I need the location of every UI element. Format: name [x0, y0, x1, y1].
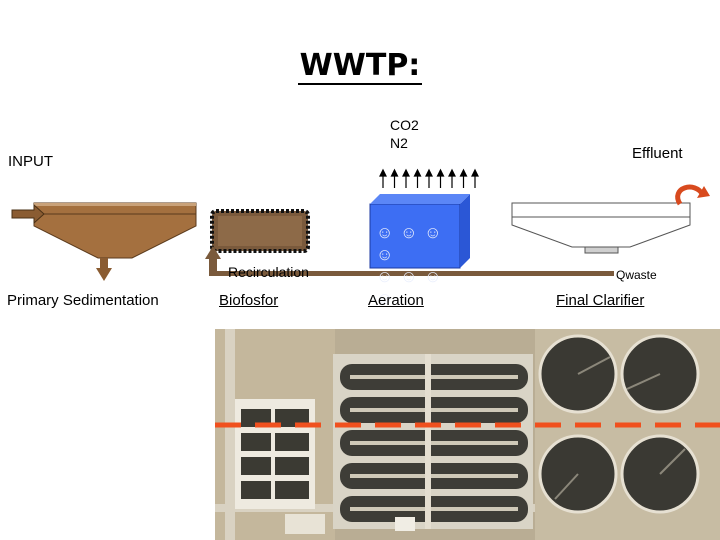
input-label: INPUT — [8, 153, 53, 170]
recirculation-label: Recirculation — [228, 264, 309, 280]
recirculation-up-arrow-icon — [205, 246, 221, 259]
gas-arrows-icon — [379, 168, 479, 188]
aeration-tank — [369, 194, 470, 269]
effluent-label: Effluent — [632, 145, 683, 162]
effluent-arrow-icon — [675, 184, 710, 206]
stage-label-aeration: Aeration — [368, 292, 424, 309]
stage-label-biofosfor: Biofosfor — [219, 292, 279, 309]
final-clarifier-tank — [511, 202, 691, 254]
gas-label: CO2 N2 — [390, 116, 419, 152]
biofosfor-tank — [210, 209, 310, 253]
stage-label-final-clarifier: Final Clarifier — [556, 292, 645, 309]
n2-label: N2 — [390, 135, 408, 151]
recirculation-pipe — [205, 246, 614, 276]
input-arrow-icon — [11, 203, 45, 225]
process-diagram — [11, 168, 710, 281]
co2-label: CO2 — [390, 117, 419, 133]
aerial-plant-photo — [215, 329, 720, 540]
qwaste-label: Qwaste — [616, 268, 657, 282]
primary-sedimentation-tank — [11, 202, 197, 281]
stage-label-primary-sedimentation: Primary Sedimentation — [7, 292, 159, 309]
sludge-down-arrow-icon — [96, 268, 112, 281]
aeration-bubbles-icon: ☺ ☺ ☺ ☺ ☺ ☺ ☺ ☺ — [376, 223, 443, 308]
page-title: WWTP: — [297, 48, 423, 85]
